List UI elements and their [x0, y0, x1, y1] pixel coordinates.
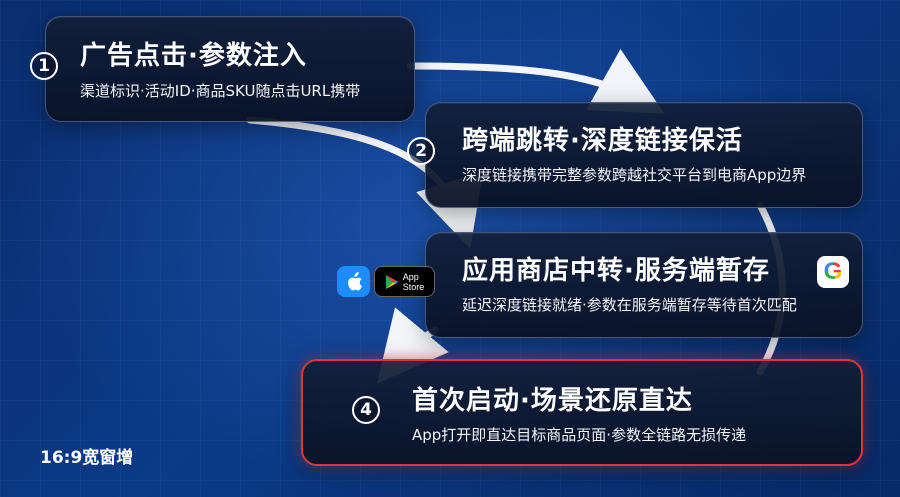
step-4-card: [301, 359, 863, 466]
step-4-subtitle: App打开即直达目标商品页面·参数全链路无损传递: [412, 426, 747, 444]
apple-app-icon: [337, 266, 370, 297]
step-2-subtitle: 深度链接携带完整参数跨越社交平台到电商App边界: [462, 166, 807, 184]
badge-line-2: Store: [402, 281, 425, 292]
app-store-badge: App Store: [374, 266, 435, 297]
arrow-3-to-4: [377, 307, 449, 384]
step-1-title: 广告点击·参数注入: [80, 41, 307, 71]
step-4-title: 首次启动·场景还原直达: [412, 386, 693, 416]
arrow-1-to-2: [406, 48, 665, 114]
step-2-number: 2: [407, 137, 435, 165]
google-icon: G: [817, 256, 849, 288]
step-4-number: 4: [352, 396, 380, 424]
aspect-label: 16:9宽窗增: [40, 448, 134, 468]
step-3-subtitle: 延迟深度链接就绪·参数在服务端暂存等待首次匹配: [462, 296, 797, 314]
play-triangle-icon: [385, 274, 399, 289]
step-3-title: 应用商店中转·服务端暂存: [462, 256, 770, 286]
step-2-card: [425, 102, 863, 208]
step-2-title: 跨端跳转·深度链接保活: [462, 126, 743, 156]
badge-line-1: App: [402, 271, 419, 282]
step-3-card: [425, 232, 863, 338]
step-1-number: 1: [30, 52, 58, 80]
step-1-subtitle: 渠道标识·活动ID·商品SKU随点击URL携带: [80, 82, 361, 100]
